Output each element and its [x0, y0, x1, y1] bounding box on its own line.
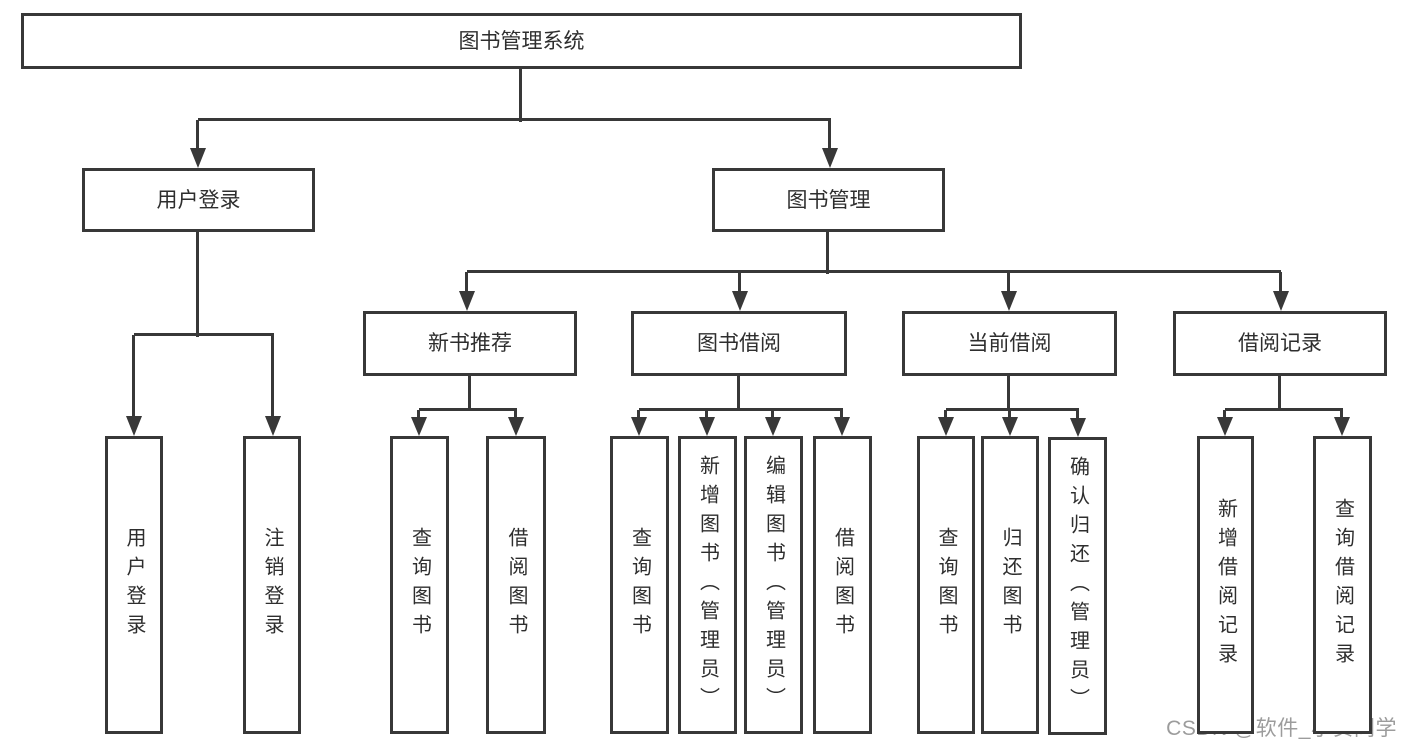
- diagram-node-label-confirm-return-admin: 确认归还（管理员）: [1066, 455, 1089, 717]
- diagram-node-book-borrowing: 图书借阅: [631, 311, 847, 376]
- connector-arrow-shaft: [1223, 410, 1226, 420]
- diagram-node-label-user-login: 用户登录: [156, 188, 241, 212]
- diagram-node-add-books-admin: 新增图书（管理员）: [678, 436, 737, 734]
- diagram-node-confirm-return-admin: 确认归还（管理员）: [1048, 437, 1107, 735]
- diagram-node-label-add-books-admin: 新增图书（管理员）: [696, 454, 719, 716]
- connector-arrow-shaft: [705, 410, 708, 420]
- connector-arrow-shaft: [132, 335, 135, 419]
- connector-line: [737, 376, 740, 411]
- diagram-node-add-borrow-record: 新增借阅记录: [1197, 436, 1254, 734]
- arrow-head-icon: [459, 291, 475, 311]
- arrow-head-icon: [822, 148, 838, 168]
- connector-line: [134, 333, 274, 336]
- diagram-node-label-user-login-action: 用户登录: [123, 527, 145, 643]
- diagram-node-label-logout-action: 注销登录: [261, 527, 283, 643]
- connector-arrow-shaft: [840, 410, 843, 420]
- diagram-node-label-library-system: 图书管理系统: [458, 29, 585, 53]
- diagram-node-user-login: 用户登录: [82, 168, 315, 232]
- diagram-node-library-system: 图书管理系统: [21, 13, 1022, 69]
- connector-arrow-shaft: [738, 272, 741, 294]
- diagram-node-logout-action: 注销登录: [243, 436, 301, 734]
- diagram-node-label-book-management: 图书管理: [786, 188, 871, 212]
- diagram-node-borrow-books-borrowing: 借阅图书: [813, 436, 872, 734]
- diagram-node-edit-books-admin: 编辑图书（管理员）: [744, 436, 803, 734]
- arrow-head-icon: [765, 417, 781, 436]
- connector-line: [946, 408, 1079, 411]
- diagram-node-query-borrow-record: 查询借阅记录: [1313, 436, 1372, 734]
- connector-arrow-shaft: [196, 120, 199, 151]
- diagram-node-label-query-books-recommend: 查询图书: [408, 527, 431, 643]
- diagram-node-return-books: 归还图书: [981, 436, 1039, 734]
- connector-arrow-shaft: [271, 335, 274, 419]
- arrow-head-icon: [126, 416, 142, 436]
- diagram-node-new-book-recommend: 新书推荐: [363, 311, 577, 376]
- diagram-node-current-borrowing: 当前借阅: [902, 311, 1117, 376]
- connector-arrow-shaft: [637, 410, 640, 420]
- diagram-node-query-books-borrowing: 查询图书: [610, 436, 669, 734]
- arrow-head-icon: [411, 417, 427, 436]
- connector-line: [198, 118, 831, 121]
- diagram-node-label-book-borrowing: 图书借阅: [697, 332, 781, 355]
- diagram-node-label-borrow-books-recommend: 借阅图书: [505, 527, 527, 643]
- arrow-head-icon: [834, 417, 850, 436]
- connector-arrow-shaft: [1279, 272, 1282, 294]
- connector-arrow-shaft: [1007, 272, 1010, 294]
- arrow-head-icon: [1217, 417, 1233, 436]
- diagram-node-label-query-books-current: 查询图书: [935, 527, 957, 643]
- arrow-head-icon: [190, 148, 206, 168]
- diagram-node-label-borrowing-records: 借阅记录: [1238, 332, 1322, 355]
- arrow-head-icon: [1273, 291, 1289, 311]
- connector-arrow-shaft: [771, 410, 774, 420]
- arrow-head-icon: [699, 417, 715, 436]
- connector-arrow-shaft: [417, 410, 420, 420]
- arrow-head-icon: [1070, 418, 1086, 437]
- diagram-node-label-new-book-recommend: 新书推荐: [428, 332, 512, 355]
- connector-line: [1278, 376, 1281, 411]
- connector-arrow-shaft: [944, 410, 947, 420]
- diagram-node-borrowing-records: 借阅记录: [1173, 311, 1387, 376]
- diagram-node-label-edit-books-admin: 编辑图书（管理员）: [762, 454, 785, 716]
- connector-arrow-shaft: [828, 120, 831, 151]
- connector-line: [468, 376, 471, 411]
- connector-arrow-shaft: [1008, 410, 1011, 420]
- diagram-node-label-query-books-borrowing: 查询图书: [628, 527, 651, 643]
- diagram-node-user-login-action: 用户登录: [105, 436, 163, 734]
- connector-line: [196, 232, 199, 337]
- arrow-head-icon: [938, 417, 954, 436]
- diagram-node-label-current-borrowing: 当前借阅: [967, 332, 1052, 355]
- connector-line: [1007, 376, 1010, 411]
- connector-arrow-shaft: [1340, 410, 1343, 420]
- arrow-head-icon: [631, 417, 647, 436]
- connector-line: [467, 270, 1281, 273]
- connector-arrow-shaft: [465, 272, 468, 294]
- diagram-node-label-borrow-books-borrowing: 借阅图书: [831, 527, 854, 643]
- arrow-head-icon: [1334, 417, 1350, 436]
- diagram-node-query-books-current: 查询图书: [917, 436, 975, 734]
- diagram-node-label-return-books: 归还图书: [999, 527, 1021, 643]
- connector-line: [419, 408, 517, 411]
- connector-line: [639, 408, 843, 411]
- connector-line: [826, 232, 829, 274]
- diagram-node-book-management: 图书管理: [712, 168, 945, 232]
- connector-arrow-shaft: [514, 410, 517, 420]
- connector-line: [519, 69, 522, 122]
- diagram-node-borrow-books-recommend: 借阅图书: [486, 436, 546, 734]
- arrow-head-icon: [508, 417, 524, 436]
- diagram-node-label-query-borrow-record: 查询借阅记录: [1331, 498, 1354, 672]
- arrow-head-icon: [1002, 417, 1018, 436]
- diagram-node-label-add-borrow-record: 新增借阅记录: [1214, 498, 1237, 672]
- connector-arrow-shaft: [1076, 410, 1079, 421]
- arrow-head-icon: [1001, 291, 1017, 311]
- diagram-node-query-books-recommend: 查询图书: [390, 436, 449, 734]
- arrow-head-icon: [732, 291, 748, 311]
- connector-line: [1225, 408, 1343, 411]
- arrow-head-icon: [265, 416, 281, 436]
